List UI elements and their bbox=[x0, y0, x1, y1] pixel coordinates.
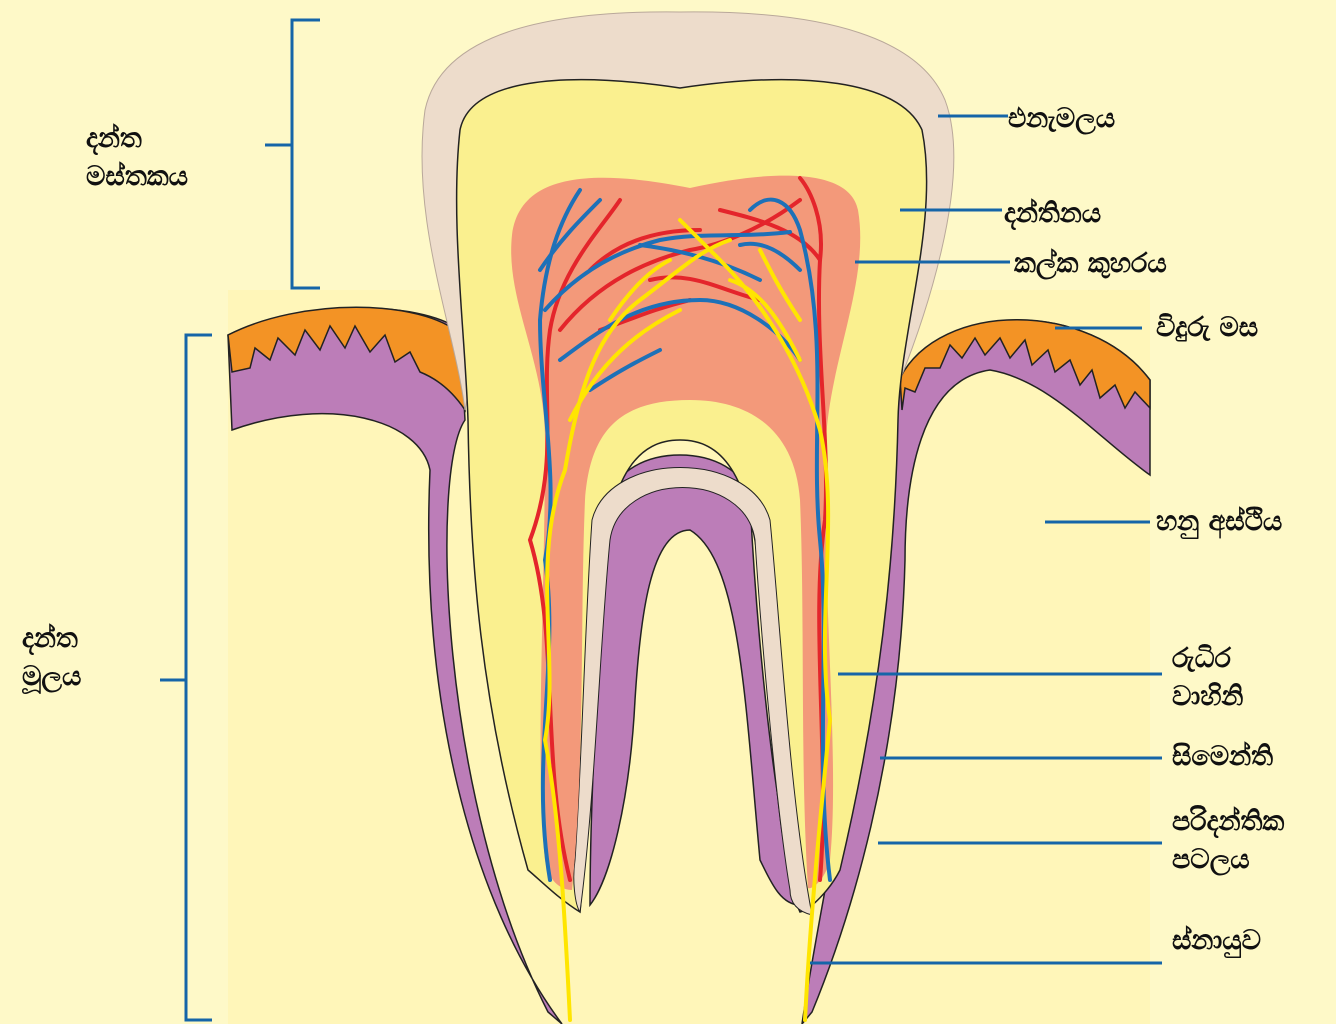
dentine-label: දන්තිනය bbox=[1004, 195, 1101, 233]
gum-label: විදුරු මස bbox=[1156, 309, 1258, 347]
root-bracket bbox=[160, 335, 212, 1020]
pulp-cavity-label: කල්ක කුහරය bbox=[1014, 245, 1167, 283]
blood-vessels-label: රුධිර වාහිනි bbox=[1172, 640, 1243, 716]
crown-bracket bbox=[265, 20, 320, 288]
nerve-label: ස්නායුව bbox=[1172, 922, 1261, 960]
crown-label: දන්ත මස්තකය bbox=[86, 120, 188, 196]
root-label: දන්ත මූලය bbox=[22, 620, 81, 696]
jaw-bone-label: හනු අස්ථිය bbox=[1156, 503, 1282, 541]
enamel-label: එනැමලය bbox=[1008, 100, 1115, 138]
cementum-label: සිමෙන්ති bbox=[1172, 738, 1273, 776]
periodontal-membrane-label: පරිදන්තික පටලය bbox=[1172, 803, 1284, 879]
